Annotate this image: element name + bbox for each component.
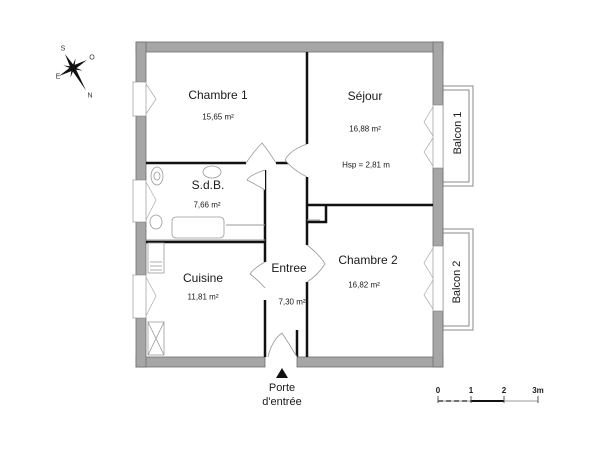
compass-label-bottom: N [87,92,93,100]
windows-right [432,104,444,312]
stove-icon [147,242,165,274]
room-name-chambre-2: Chambre 2 [338,253,398,267]
room-area-chambre-2: 16,82 m² [348,280,380,290]
door-swings [245,142,326,358]
bathtub-icon [171,216,225,239]
window-sash-right [423,106,434,310]
washbasin-icon [149,214,163,230]
room-name-chambre-1: Chambre 1 [188,88,248,102]
scale-tick-1: 1 [468,386,474,395]
entrance-arrow-icon [276,368,288,378]
scale-tick-2: 2 [501,386,507,395]
bathroom-fixtures [149,165,225,239]
windows-left [132,81,147,319]
scale-tick-3: 3m [532,386,544,395]
kitchen-fixtures [147,242,165,356]
compass-label-right: O [89,54,95,62]
sink-icon [202,165,222,179]
entrance-label-line-1: Porte [268,382,296,394]
room-area-cuisine: 11,81 m² [187,292,219,302]
window-sash-left [145,83,157,317]
entrance-label: Porte d'entrée [262,381,301,409]
ceiling-height-sejour: Hsp = 2,81 m [342,160,390,170]
room-area-sdb: 7,66 m² [193,200,221,210]
room-name-entree: Entree [271,261,307,275]
scale-tick-0: 0 [435,386,441,395]
balcony-1-label: Balcon 1 [452,111,464,155]
room-name-sejour: Séjour [347,89,383,103]
scale-bar [437,396,539,403]
room-area-chambre-1: 15,65 m² [202,112,234,122]
compass-rose-icon [59,54,87,91]
room-area-entree: 7,30 m² [278,297,306,307]
compass-label-top: S [60,45,66,53]
balcony-2-label: Balcon 2 [451,260,463,304]
compass-label-left: E [55,73,61,81]
room-name-sdb: S.d.B. [191,178,225,192]
light-partitions [146,219,320,241]
room-name-cuisine: Cuisine [182,271,224,285]
room-area-sejour: 16,88 m² [349,124,381,134]
entrance-label-line-2: d'entrée [262,396,302,408]
